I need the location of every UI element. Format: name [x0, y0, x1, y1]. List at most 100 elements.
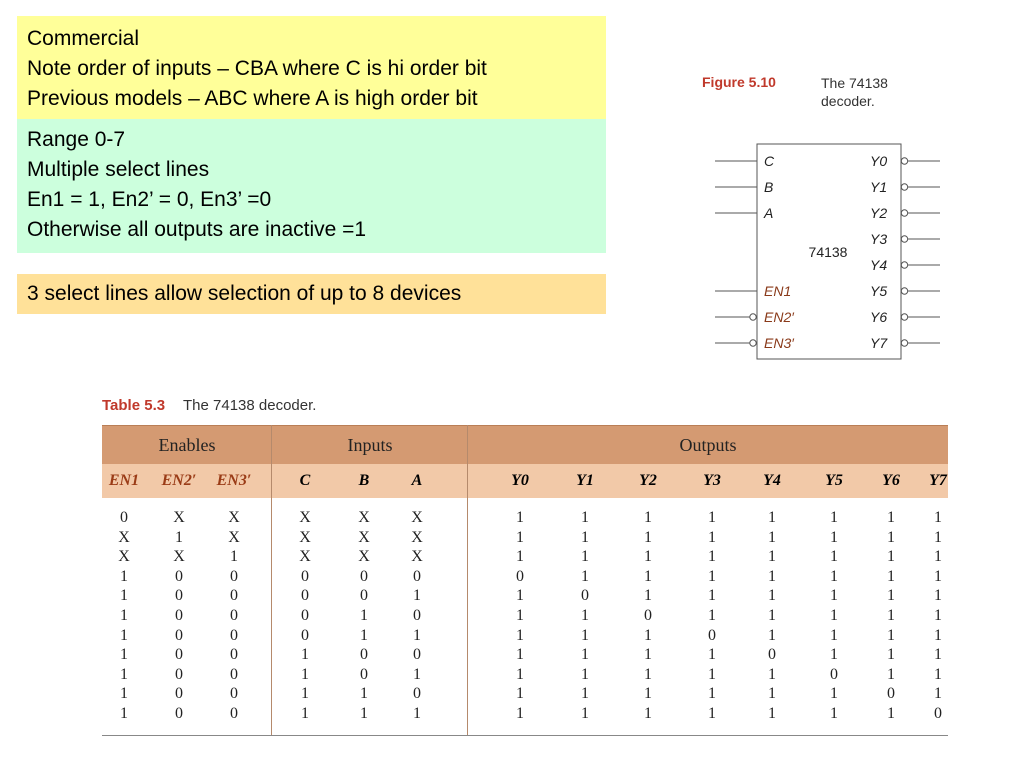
pin-label: EN1 — [764, 283, 791, 299]
table-cell: 1 — [644, 705, 652, 722]
output-label: Y2 — [870, 205, 887, 221]
inversion-bubble — [749, 339, 757, 347]
table-cell: 1 — [413, 626, 421, 644]
inversion-bubble — [900, 313, 909, 321]
table-cell: 1 — [708, 567, 716, 585]
table-cell: 1 — [768, 528, 776, 546]
table-cell: 1 — [413, 665, 421, 683]
table-cell: 1 — [516, 607, 524, 624]
table-cell: 1 — [887, 548, 895, 566]
column-header: Y3 — [703, 472, 721, 489]
table-cell: 1 — [581, 685, 589, 703]
table-cell: 0 — [768, 646, 776, 664]
table-cell: 0 — [230, 626, 238, 644]
table-cell: 0 — [413, 685, 421, 703]
table-cell: 1 — [934, 567, 942, 585]
table-cell: X — [228, 528, 240, 546]
table-cell: 0 — [230, 705, 238, 722]
table-cell: 0 — [413, 646, 421, 664]
table-cell: 1 — [413, 587, 421, 605]
note-select-lines: 3 select lines allow selection of up to … — [17, 274, 606, 314]
table-cell: 1 — [120, 607, 128, 624]
inversion-bubble — [749, 313, 757, 321]
table-cell: 1 — [516, 587, 524, 605]
table-cell: 0 — [301, 567, 309, 585]
table-cell: 1 — [360, 607, 368, 624]
table-cell: 1 — [934, 509, 942, 526]
output-label: Y7 — [870, 335, 888, 351]
pin-label: C — [764, 153, 775, 169]
table-cell: 1 — [581, 567, 589, 585]
column-divider — [271, 425, 272, 735]
table-cell: 1 — [934, 626, 942, 644]
table-cell: 1 — [644, 528, 652, 546]
table-cell: X — [411, 528, 423, 546]
table-cell: 0 — [230, 587, 238, 605]
table-cell: 1 — [120, 587, 128, 605]
table-cell: X — [173, 509, 185, 526]
table-cell: 1 — [360, 705, 368, 722]
table-cell: 0 — [175, 587, 183, 605]
table-cell: 1 — [830, 705, 838, 722]
table-cell: 1 — [581, 705, 589, 722]
note-line: Previous models – ABC where A is high or… — [27, 87, 478, 110]
table-cell: 1 — [581, 665, 589, 683]
table-label: Table 5.3 — [102, 397, 166, 414]
table-cell: 1 — [768, 665, 776, 683]
table-cell: 1 — [708, 587, 716, 605]
table-cell: 1 — [120, 665, 128, 683]
table-cell: 0 — [934, 705, 942, 722]
column-header: Y4 — [763, 472, 781, 489]
table-cell: 1 — [644, 587, 652, 605]
table-cell: 1 — [768, 587, 776, 605]
group-header-inputs: Inputs — [347, 435, 393, 455]
table-cell: 1 — [830, 548, 838, 566]
table-cell: 1 — [830, 626, 838, 644]
table-cell: 1 — [934, 685, 942, 703]
table-caption-text: The 74138 decoder. — [183, 397, 317, 414]
table-cell: 0 — [887, 685, 895, 703]
column-header: EN1 — [108, 472, 140, 489]
table-cell: 1 — [768, 685, 776, 703]
pin-label: EN2′ — [764, 309, 795, 325]
figure-caption-line: decoder. — [821, 93, 875, 109]
table-cell: 1 — [120, 567, 128, 585]
table-cell: 1 — [708, 705, 716, 722]
table-cell: 1 — [644, 685, 652, 703]
table-cell: X — [118, 548, 130, 566]
table-cell: 0 — [120, 509, 128, 526]
table-cell: 0 — [175, 607, 183, 624]
chip-body — [756, 143, 902, 360]
note-line: Note order of inputs – CBA where C is hi… — [27, 57, 487, 80]
output-label: Y1 — [870, 179, 887, 195]
table-cell: 0 — [175, 626, 183, 644]
table-cell: 1 — [934, 665, 942, 683]
table-cell: 1 — [830, 509, 838, 526]
column-header: A — [411, 472, 423, 489]
table-cell: 1 — [708, 665, 716, 683]
column-header: Y5 — [825, 472, 843, 489]
output-label: Y6 — [870, 309, 887, 325]
table-cell: 1 — [230, 548, 238, 566]
table-cell: 1 — [516, 685, 524, 703]
pin-label: EN3′ — [764, 335, 795, 351]
table-cell: 1 — [581, 548, 589, 566]
table-cell: 1 — [516, 528, 524, 546]
note-line: Commercial — [27, 27, 140, 50]
output-label: Y5 — [870, 283, 887, 299]
table-cell: 1 — [644, 646, 652, 664]
table-cell: X — [299, 509, 311, 526]
table-cell: 1 — [768, 705, 776, 722]
table-cell: 1 — [516, 626, 524, 644]
table-cell: 0 — [301, 626, 309, 644]
figure-caption-line: The 74138 — [821, 75, 888, 91]
table-cell: 1 — [887, 528, 895, 546]
table-cell: 1 — [887, 646, 895, 664]
